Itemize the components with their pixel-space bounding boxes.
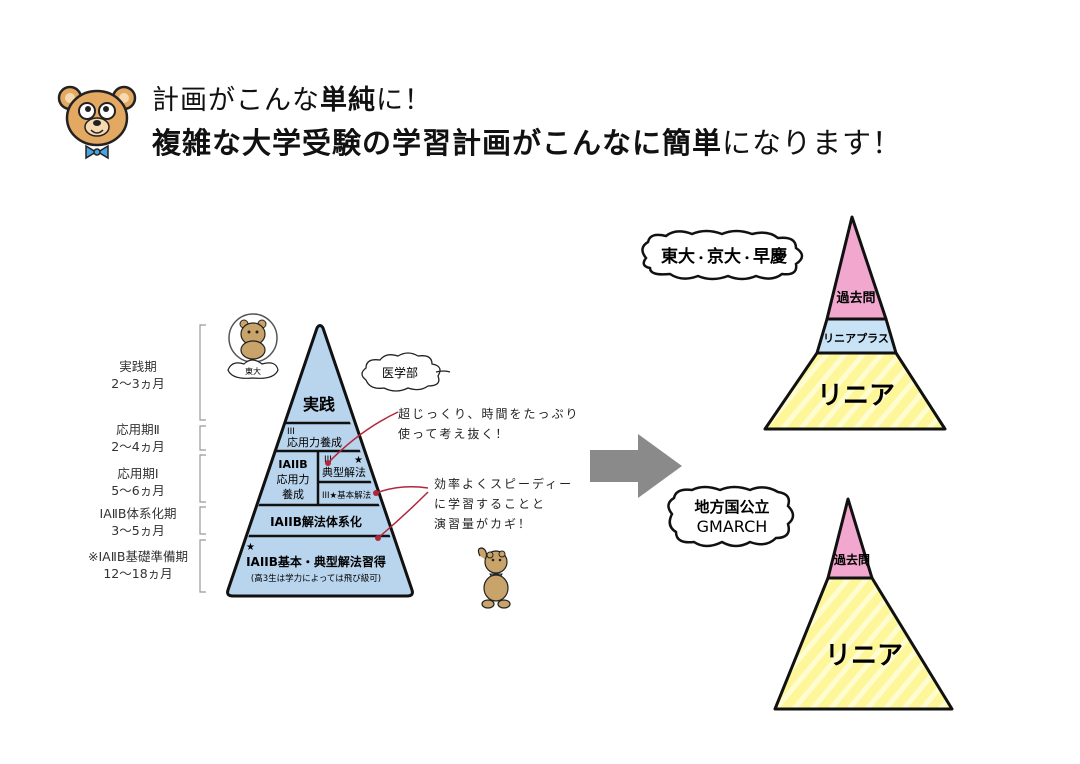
pyramid-row2-number: III <box>287 427 295 437</box>
phase-duration: 3〜5ヵ月 <box>111 523 165 538</box>
header-line-2-emphasis: 複雑な大学受験の学習計画がこんなに簡単 <box>152 126 723 160</box>
arrow-right-icon <box>590 434 682 498</box>
bottom-pyramid-tier-linear: リニア <box>825 641 903 671</box>
bottom-pyramid: 過去問 リニア <box>773 497 954 711</box>
header-line-1-part-1: 計画がこんな <box>152 85 320 116</box>
phase-label-practice: 実践期 2〜3ヵ月 <box>58 358 218 392</box>
note-2-line-1: 効率よくスピーディー <box>434 477 574 491</box>
bear-mascot-icon <box>57 85 137 160</box>
phase-name: 応用期Ⅰ <box>117 466 159 481</box>
note-2: 効率よくスピーディー に学習することと 演習量がカギ！ <box>434 474 573 534</box>
note-2-line-2: に学習することと <box>434 497 547 511</box>
header-line-1-part-3: に！ <box>376 85 432 116</box>
pyramid-row3-right-bottom-label: III★基本解法 <box>322 490 371 501</box>
target-kyodai: 京大 <box>707 246 741 267</box>
pyramid-row3-right-number: III <box>324 455 332 465</box>
top-target-label: 東大・京大・早慶 <box>661 246 787 267</box>
top-pyramid-tier-linear-plus: リニアプラス <box>823 331 889 345</box>
header-line-2: 複雑な大学受験の学習計画がこんなに簡単になります！ <box>152 120 902 162</box>
top-target-cloud: 東大・京大・早慶 <box>641 229 804 281</box>
pyramid-row2-label: 応用力養成 <box>287 435 342 449</box>
pyramid-top-label: 実践 <box>303 395 335 414</box>
main-pyramid: 実践 III 応用力養成 IAIIB 応用力 養成 III ★ 典型解法 III… <box>226 324 414 598</box>
bear-looking-up-icon <box>477 547 511 609</box>
phase-name: ※IAⅡB基礎準備期 <box>88 549 188 564</box>
star-icon: ★ <box>354 455 363 466</box>
note-1: 超じっくり、時間をたっぷり 使って考え抜く！ <box>398 404 580 444</box>
phase-label-systematize: IAⅡB体系化期 3〜5ヵ月 <box>58 505 218 539</box>
note-1-line-2: 使って考え抜く！ <box>398 427 510 441</box>
bottom-target-line-2: GMARCH <box>697 517 768 536</box>
target-todai: 東大 <box>661 246 695 267</box>
separator-dot: ・ <box>695 251 707 265</box>
top-pyramid-tier-past-exams: 過去問 <box>835 290 875 306</box>
pyramid-row4-label: IAIIB解法体系化 <box>270 514 362 529</box>
phase-duration: 12〜18ヵ月 <box>103 566 173 581</box>
star-icon: ★ <box>246 542 255 553</box>
pyramid-row5-label: IAIIB基本・典型解法習得 <box>246 554 386 569</box>
phase-brackets <box>199 324 206 593</box>
medical-school-label: 医学部 <box>382 365 418 380</box>
note-2-line-3: 演習量がカギ！ <box>434 517 533 531</box>
phase-label-applied-1: 応用期Ⅰ 5〜6ヵ月 <box>58 465 218 499</box>
top-pyramid-tier-linear: リニア <box>817 381 895 411</box>
bottom-pyramid-tier-past-exams: 過去問 <box>833 552 870 567</box>
phase-duration: 5〜6ヵ月 <box>111 483 165 498</box>
bottom-target-line-1: 地方国公立 <box>694 498 769 516</box>
note-1-line-1: 超じっくり、時間をたっぷり <box>398 407 580 421</box>
phase-name: 応用期Ⅱ <box>116 422 160 437</box>
phase-name: IAⅡB体系化期 <box>99 506 177 521</box>
pyramid-row3-left-line2: 応用力 <box>277 472 310 486</box>
phase-duration: 2〜4ヵ月 <box>111 439 165 454</box>
bear-todai-icon: 東大 <box>227 313 279 379</box>
bottom-target-cloud: 地方国公立 GMARCH <box>667 485 795 548</box>
separator-dot: ・ <box>741 251 753 265</box>
pyramid-row3-left-line1: IAIIB <box>278 458 307 471</box>
phase-duration: 2〜3ヵ月 <box>111 376 165 391</box>
medical-school-cloud: 医学部 <box>361 352 451 392</box>
header-line-1-emphasis: 単純 <box>320 85 376 116</box>
phase-label-applied-2: 応用期Ⅱ 2〜4ヵ月 <box>58 421 218 455</box>
pyramid-row3-left-line3: 養成 <box>282 487 304 501</box>
note-pointer-lines <box>325 411 429 541</box>
pyramid-row5-note: (高3生は学力によっては飛び級可) <box>251 573 381 584</box>
header-line-1: 計画がこんな単純に！ <box>152 78 432 117</box>
bear-todai-label: 東大 <box>245 366 261 376</box>
pyramid-row3-right-top-label: 典型解法 <box>322 465 366 479</box>
header-line-2-part-2: になります！ <box>722 126 903 160</box>
top-pyramid: 過去問 リニアプラス リニア <box>763 215 947 431</box>
phase-name: 実践期 <box>119 359 157 374</box>
target-sokei: 早慶 <box>753 246 787 267</box>
phase-label-foundation: ※IAⅡB基礎準備期 12〜18ヵ月 <box>58 548 218 582</box>
